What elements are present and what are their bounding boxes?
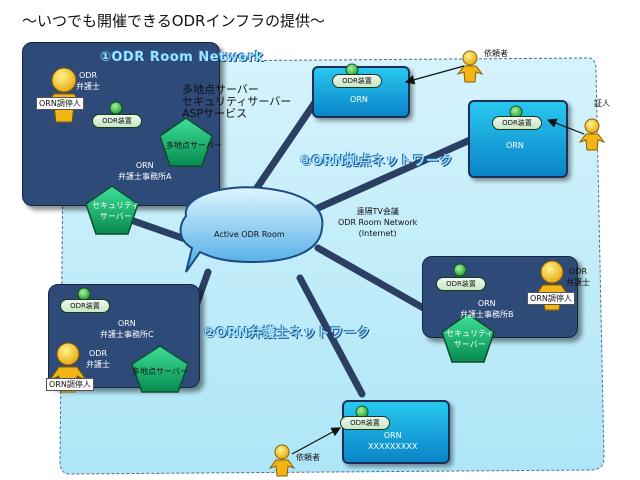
odr-device-c: ODR装置 [60,299,110,313]
security-server-b-label: セキュリティ サーバー [446,328,494,350]
office-c-mediator-badge: ORN調停人 [46,378,94,391]
witness-figure [578,118,606,151]
office-c-name: ORN 弁護士事務所C [100,318,154,340]
services-list: 多地点サーバー セキュリティサーバー ASPサービス [182,84,291,120]
node-bottom-label: ORN XXXXXXXXX [368,430,417,452]
witness-label: 証人 [594,99,610,108]
arrow-client-bottom [291,427,342,455]
odr-device-a: ODR装置 [92,114,142,128]
device-head-b [453,263,467,277]
office-b-lawyer: ODR 弁護士 [566,266,590,288]
node-bottom-code: XXXXXXXXX [368,442,418,451]
office-b-name-text: 弁護士事務所B [460,310,514,319]
security-server-a-label: セキュリティ サーバー [92,200,140,222]
office-c-server-label: 多地点サーバー [132,367,188,376]
services-line-3: ASPサービス [182,107,248,120]
security-b-line-2: サーバー [453,340,486,349]
center-caption-2: ODR Room Network [338,218,418,227]
office-a-lawyer-line-2: 弁護士 [76,82,100,91]
security-server-b-icon [441,313,495,363]
link-bottom [296,274,366,398]
client-bottom-figure [268,444,296,477]
office-b-lawyer-line-2: 弁護士 [566,278,590,287]
page-title: 〜いつでも開催できるODRインフラの提供〜 [22,12,326,30]
arrow-client-top [404,65,465,85]
multipoint-server-a-icon [159,117,213,167]
office-a-mediator-badge: ORN調停人 [36,97,84,110]
client-bottom-label: 依頼者 [296,453,320,462]
security-a-line-1: セキュリティ [92,201,140,210]
odr-device-bottom: ODR装置 [340,416,390,430]
odr-device-b: ODR装置 [436,277,486,291]
multipoint-server-c-icon [131,345,189,393]
room-network-label: ①ODR Room Network [100,50,264,65]
node-top-orn: ORN [350,95,368,104]
office-a-name-text: 弁護士事務所A [118,172,172,181]
office-a-lawyer-line-1: ODR [78,71,97,80]
client-top-label: 依頼者 [484,49,508,58]
link-top [246,94,322,202]
office-b-lawyer-line-1: ODR [568,267,587,276]
office-a-name: ORN 弁護士事務所A [118,160,171,182]
base-network-label: ③ORN拠点ネットワーク [300,154,453,169]
office-b-orn: ORN [477,299,496,308]
node-right-orn: ORN [506,141,524,150]
office-c-lawyer: ODR 弁護士 [86,348,110,370]
center-caption: 遠隔TV会議 ODR Room Network (Internet) [338,206,417,239]
office-a-orn: ORN [135,161,154,170]
security-server-a-icon [85,185,139,235]
office-b-name: ORN 弁護士事務所B [460,298,514,320]
office-a-lawyer: ODR 弁護士 [76,70,100,92]
office-b-mediator-badge: ORN調停人 [527,292,575,305]
lawyer-network-label: ②ORN弁護士ネットワーク [204,326,371,341]
center-caption-3: (Internet) [358,229,397,238]
office-c-orn: ORN [117,319,136,328]
office-c-name-text: 弁護士事務所C [100,330,154,339]
client-top-figure [456,50,484,83]
active-odr-room-label: Active ODR Room [214,230,285,239]
link-left-mid [121,214,192,244]
services-line-1: 多地点サーバー [182,83,259,96]
odr-device-top: ODR装置 [332,74,382,88]
office-c-lawyer-line-2: 弁護士 [86,360,110,369]
services-line-2: セキュリティサーバー [182,95,292,108]
device-head-a [109,101,123,115]
office-c-lawyer-line-1: ODR [88,349,107,358]
security-b-line-1: セキュリティ [446,329,494,338]
node-bottom-orn: ORN [383,431,402,440]
link-right [314,136,474,212]
arrow-witness [546,118,585,135]
active-odr-room-bubble [179,186,324,273]
security-a-line-2: サーバー [99,212,132,221]
center-caption-1: 遠隔TV会議 [356,207,399,216]
odr-device-right: ODR装置 [492,116,542,130]
office-a-server-label: 多地点サーバー [166,141,222,150]
